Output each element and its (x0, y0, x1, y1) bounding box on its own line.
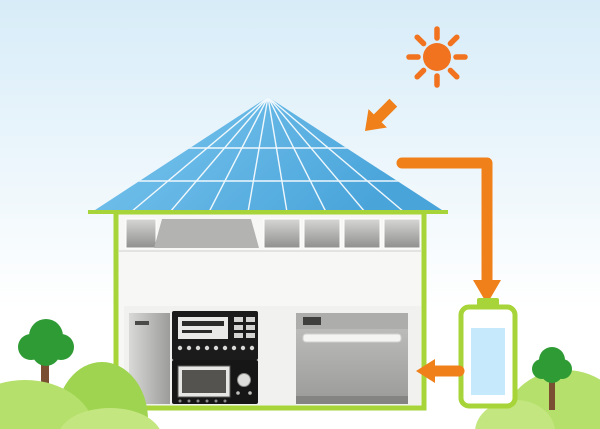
vent-dots (178, 399, 227, 403)
second-floor-windows (125, 218, 421, 249)
microwave-oven (172, 360, 258, 404)
left-greenery (0, 319, 160, 429)
battery-to-home-arrow-icon (416, 359, 465, 383)
sun-icon (406, 26, 468, 88)
range-hood (154, 219, 259, 248)
sun-core (423, 43, 451, 71)
left-bush-pale (60, 408, 160, 429)
floor-divider (119, 250, 421, 252)
left-tree-trunk (41, 358, 49, 406)
sunlight-arrow-icon (365, 98, 398, 131)
stove-buttons (234, 317, 255, 338)
stove-unit (172, 311, 258, 360)
dishwasher (296, 313, 408, 404)
stove-display (178, 317, 228, 339)
sun-rays (406, 26, 468, 88)
left-tree (18, 319, 74, 406)
right-tree (532, 347, 572, 410)
house (113, 209, 427, 411)
solar-panel-roof (92, 97, 445, 212)
microwave-knob (237, 373, 251, 387)
energy-flow-arrow-icon (396, 157, 501, 304)
stove-button-dots (177, 345, 255, 351)
kitchen-appliances (124, 306, 421, 405)
left-bush-front (0, 380, 95, 429)
cabinet-handle (135, 321, 149, 325)
right-tree-foliage (532, 347, 572, 383)
dishwasher-handle (302, 333, 402, 343)
battery-charge-level (471, 328, 505, 395)
dishwasher-badge (303, 317, 321, 325)
left-tree-foliage (18, 319, 74, 366)
right-tree-trunk (549, 373, 555, 410)
storage-battery (458, 298, 518, 409)
